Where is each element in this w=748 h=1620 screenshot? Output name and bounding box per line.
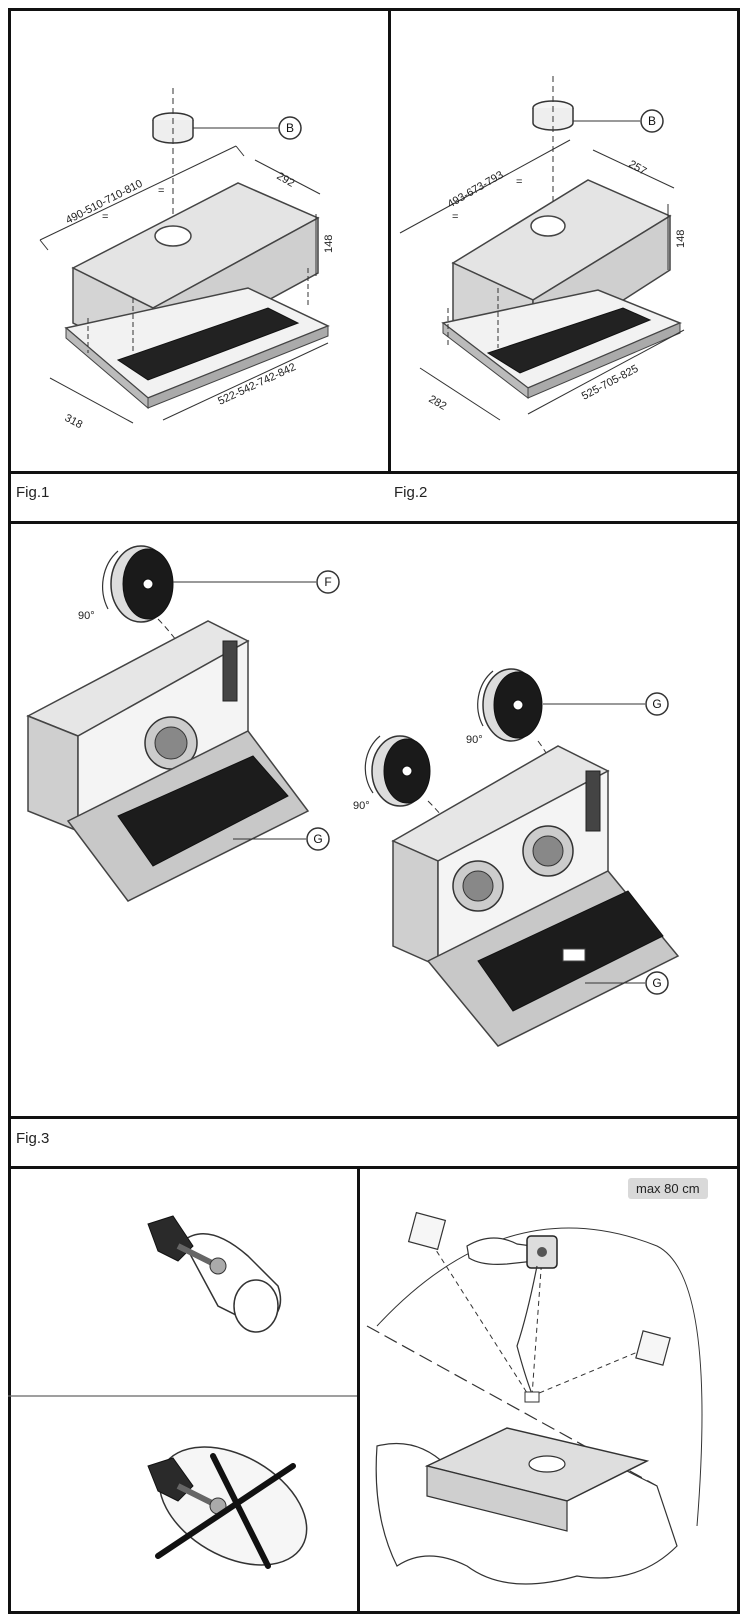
fig3-angle-left: 90°: [78, 610, 95, 622]
range-arc: [376, 1227, 703, 1527]
fig3-angle-right: 90°: [466, 734, 483, 746]
fig3-hood-single-motor: [26, 620, 310, 902]
cable: [516, 1265, 538, 1395]
fig1-callout-b: [278, 116, 302, 140]
fig1-base-frame: [64, 268, 330, 410]
fig2-dim-height: 148: [675, 230, 687, 248]
fig3-hood-double-motor: [391, 745, 680, 1047]
hood-counter-top: [375, 1391, 678, 1585]
fig2-base-frame: [441, 288, 682, 400]
fig1-dim-depth: 292: [275, 170, 297, 190]
fig2-caption-bar: [388, 471, 740, 524]
fig3-diagram: 90° F G 90° G 90°: [26, 545, 680, 1047]
fig3-filter-g-middle: [371, 735, 431, 807]
fig2-dimension-lines: [399, 139, 685, 421]
fig1-caption: Fig.1: [16, 484, 50, 501]
fig1-diagram: B 490-510-710-810 = = 292 148 318 522-54…: [39, 88, 335, 431]
fig3-callout-g-top-text: G: [652, 697, 661, 711]
fig2-callout-b-text: B: [648, 114, 656, 128]
fig3-callout-g-bottom-text: G: [652, 976, 661, 990]
fig3-caption-bar: [8, 1116, 740, 1169]
fig3-rotation-arrow-right: [477, 670, 494, 727]
fig3-callout-g-bottom: [645, 971, 669, 995]
fig1-caption-bar: [8, 471, 391, 524]
fig3-filter-f: [110, 545, 174, 623]
fig1-callout-b-text: B: [286, 121, 294, 135]
wall-switch-left-icon: [407, 1211, 447, 1251]
fig3-callout-f-text: F: [324, 575, 331, 589]
wall-switch-right-icon: [635, 1330, 671, 1366]
hand-mounting-switch: [466, 1235, 558, 1269]
fig3-filter-g-top: [482, 668, 543, 742]
bulb-correct-handling: [147, 1215, 282, 1333]
fig2-caption: Fig.2: [394, 484, 428, 501]
fig3-callout-g-top: [645, 692, 669, 716]
fig2-duct-collar: [532, 100, 574, 131]
fig2-callout-b: [640, 109, 664, 133]
fig3-callout-g-left-text: G: [313, 832, 322, 846]
fig3-callout-f: [316, 570, 340, 594]
fig2-equal-mark-1: =: [452, 211, 458, 223]
fig2-equal-mark-2: =: [516, 176, 522, 188]
fig3-rotation-arrow-mid: [364, 735, 381, 794]
cross-mark-icon: [155, 1453, 296, 1569]
max-distance-badge: max 80 cm: [628, 1178, 708, 1199]
fig1-dim-front: 318: [63, 412, 85, 431]
fig1-equal-mark-1: =: [102, 211, 108, 223]
fig2-dim-length: 493-673-793: [446, 169, 506, 211]
fig1-equal-mark-2: =: [158, 185, 164, 197]
fig3-callout-g-left: [306, 827, 330, 851]
bulb-diagram: [8, 1215, 360, 1569]
fig3-rotation-arrow-left: [102, 550, 119, 610]
fig2-diagram: B 493-673-793 = = 257 148 282 525-705-82…: [399, 76, 687, 421]
fig2-dim-front: 282: [427, 393, 449, 413]
fig3-angle-mid: 90°: [353, 800, 370, 812]
remote-switch-diagram: [366, 1211, 703, 1585]
fig3-caption: Fig.3: [16, 1130, 50, 1147]
fig1-dim-height: 148: [323, 235, 335, 253]
fig1-dimension-lines: [39, 145, 329, 424]
